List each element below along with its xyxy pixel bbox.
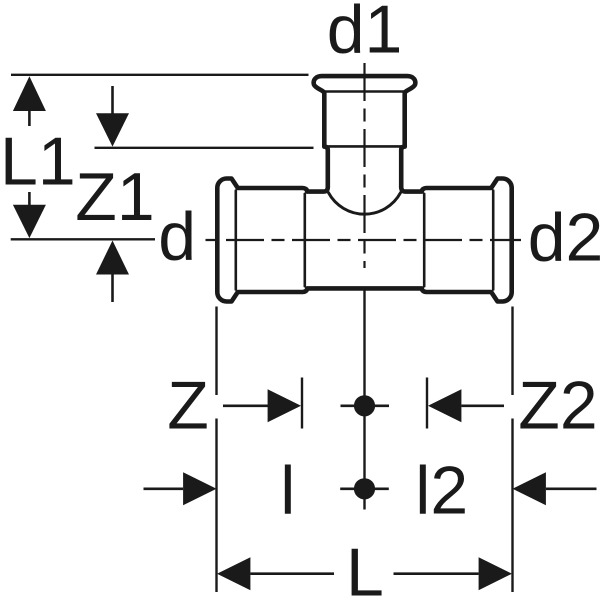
L-right-arrowhead <box>478 557 512 591</box>
label-Z2: Z2 <box>518 368 597 444</box>
centerlines-group <box>205 63 521 268</box>
L1-up-arrowhead <box>12 76 46 111</box>
label-L: L <box>346 535 384 600</box>
dimension-Z <box>223 389 301 423</box>
label-Z: Z <box>167 368 209 444</box>
label-Z1: Z1 <box>75 159 154 235</box>
dimension-Z2 <box>428 389 504 423</box>
center-reference-dots <box>340 395 389 500</box>
Z-right-arrowhead <box>267 389 301 423</box>
dimension-L <box>217 557 512 591</box>
Z2-left-arrowhead <box>428 389 462 423</box>
dimension-lines-group <box>12 76 597 591</box>
Z1-up-arrowhead <box>96 240 129 275</box>
label-d: d <box>158 199 196 275</box>
dimension-L1 <box>12 76 46 239</box>
label-l: l <box>280 452 295 528</box>
label-d1: d1 <box>327 0 403 68</box>
l2-left-arrowhead <box>512 472 546 506</box>
dimension-l <box>143 472 217 506</box>
Z1-down-arrowhead <box>96 113 129 147</box>
label-d2: d2 <box>528 200 600 276</box>
L1-down-arrowhead <box>12 204 46 239</box>
dimension-Z1 <box>96 86 129 302</box>
l-right-arrowhead <box>183 472 217 506</box>
label-L1: L1 <box>0 124 76 200</box>
extension-lines-group <box>10 73 514 592</box>
dimension-l2 <box>512 472 597 506</box>
fitting-outline <box>215 73 514 304</box>
L-left-arrowhead <box>217 557 251 591</box>
label-l2: l2 <box>415 452 468 528</box>
